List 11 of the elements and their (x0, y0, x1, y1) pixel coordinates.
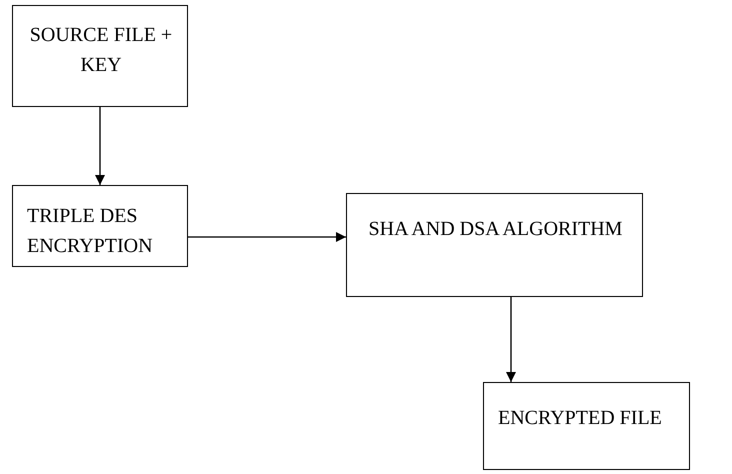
process-box (12, 5, 188, 107)
box-label: SHA AND DSA ALGORITHM (368, 217, 624, 242)
process-box (12, 185, 188, 267)
box-label: ENCRYPTED FILE (498, 406, 663, 431)
process-box (483, 382, 690, 470)
box-label: TRIPLE DES ENCRYPTION (27, 204, 154, 259)
box-label: SOURCE FILE + KEY (28, 23, 174, 78)
arrow (506, 297, 516, 382)
process-box (346, 193, 643, 297)
arrow (95, 107, 105, 185)
arrow (188, 232, 346, 242)
